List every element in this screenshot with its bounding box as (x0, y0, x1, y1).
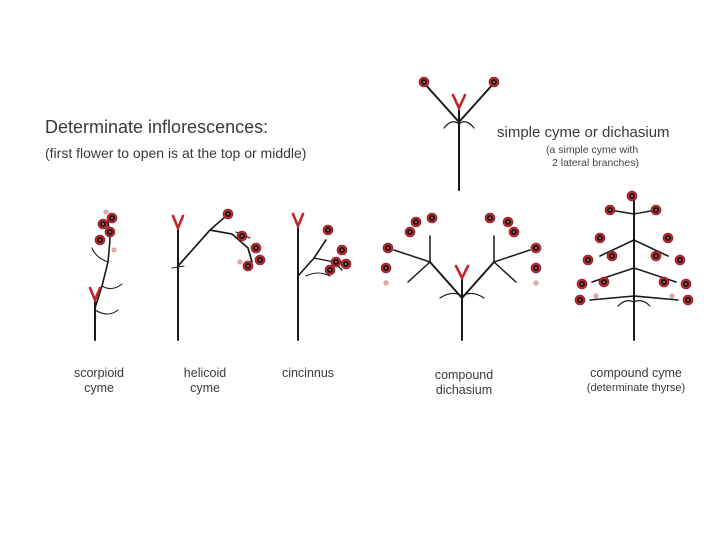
flower-icon (650, 250, 662, 262)
flower-icon (662, 232, 674, 244)
flower-icon (106, 212, 118, 224)
page-title: Determinate inflorescences: (45, 117, 269, 137)
flower-icon (250, 242, 262, 254)
flower-icon (530, 262, 542, 274)
flower-icon (382, 242, 394, 254)
flower-icon (682, 294, 694, 306)
flower-icon (336, 244, 348, 256)
compound-dichasium-drawing (380, 212, 542, 341)
flower-icon (222, 208, 234, 220)
flower-icon (404, 226, 416, 238)
label-line: cyme (190, 381, 220, 395)
flower-icon (94, 234, 106, 246)
cincinnus-drawing (291, 212, 352, 341)
flower-icon (322, 224, 334, 236)
bud-icon (102, 208, 110, 216)
flower-icon (340, 258, 352, 270)
dichasium-note: (a simple cyme with 2 lateral branches) (546, 144, 639, 170)
flower-icon (97, 218, 109, 230)
scorpioid-cyme-drawing (88, 208, 123, 341)
flower-icon (242, 260, 254, 272)
flower-icon (576, 278, 588, 290)
page-subtitle: (first flower to open is at the top or m… (45, 145, 307, 161)
label-line: compound cyme (590, 366, 682, 380)
scorpioid-cyme-label: scorpioid cyme (64, 366, 134, 396)
flower-icon (488, 76, 500, 88)
label-line: cincinnus (281, 366, 335, 380)
helicoid-cyme-label: helicoid cyme (170, 366, 240, 396)
helicoid-cyme-drawing (171, 208, 266, 341)
flower-icon (650, 204, 662, 216)
flower-icon (574, 294, 586, 306)
label-line: cyme (84, 381, 114, 395)
dichasium-note-line1: (a simple cyme with (546, 144, 639, 156)
label-line: dichasium (435, 383, 493, 397)
simple-dichasium-drawing (418, 76, 500, 191)
flower-icon (626, 190, 638, 202)
bud-icon (668, 292, 676, 300)
bud-icon (382, 279, 390, 287)
bud-icon (532, 279, 540, 287)
label-line: scorpioid (73, 366, 125, 380)
flower-icon (324, 264, 336, 276)
cincinnus-label: cincinnus (272, 366, 344, 381)
flower-icon (104, 226, 116, 238)
bud-icon (110, 246, 118, 254)
flower-icon (606, 250, 618, 262)
flower-icon (582, 254, 594, 266)
label-line: helicoid (183, 366, 227, 380)
flower-icon (674, 254, 686, 266)
bud-icon (592, 292, 600, 300)
flower-icon (502, 216, 514, 228)
flower-icon (658, 276, 670, 288)
flower-icon (680, 278, 692, 290)
flower-icon (236, 230, 248, 242)
bud-icon (236, 258, 244, 266)
compound-cyme-label: compound cyme (determinate thyrse) (576, 366, 696, 396)
flower-icon (426, 212, 438, 224)
flower-icon (598, 276, 610, 288)
flower-icon (604, 204, 616, 216)
flower-icon (380, 262, 392, 274)
flower-icon (530, 242, 542, 254)
flower-icon (254, 254, 266, 266)
dichasium-title: simple cyme or dichasium (497, 124, 670, 141)
flower-icon (418, 76, 430, 88)
dichasium-note-line2: 2 lateral branches) (552, 157, 639, 169)
compound-cyme-drawing (574, 190, 694, 341)
flower-icon (484, 212, 496, 224)
flower-icon (594, 232, 606, 244)
label-line: (determinate thyrse) (586, 382, 686, 394)
compound-dichasium-label: compound dichasium (424, 368, 504, 398)
label-line: compound (434, 368, 494, 382)
flower-icon (508, 226, 520, 238)
flower-icon (410, 216, 422, 228)
